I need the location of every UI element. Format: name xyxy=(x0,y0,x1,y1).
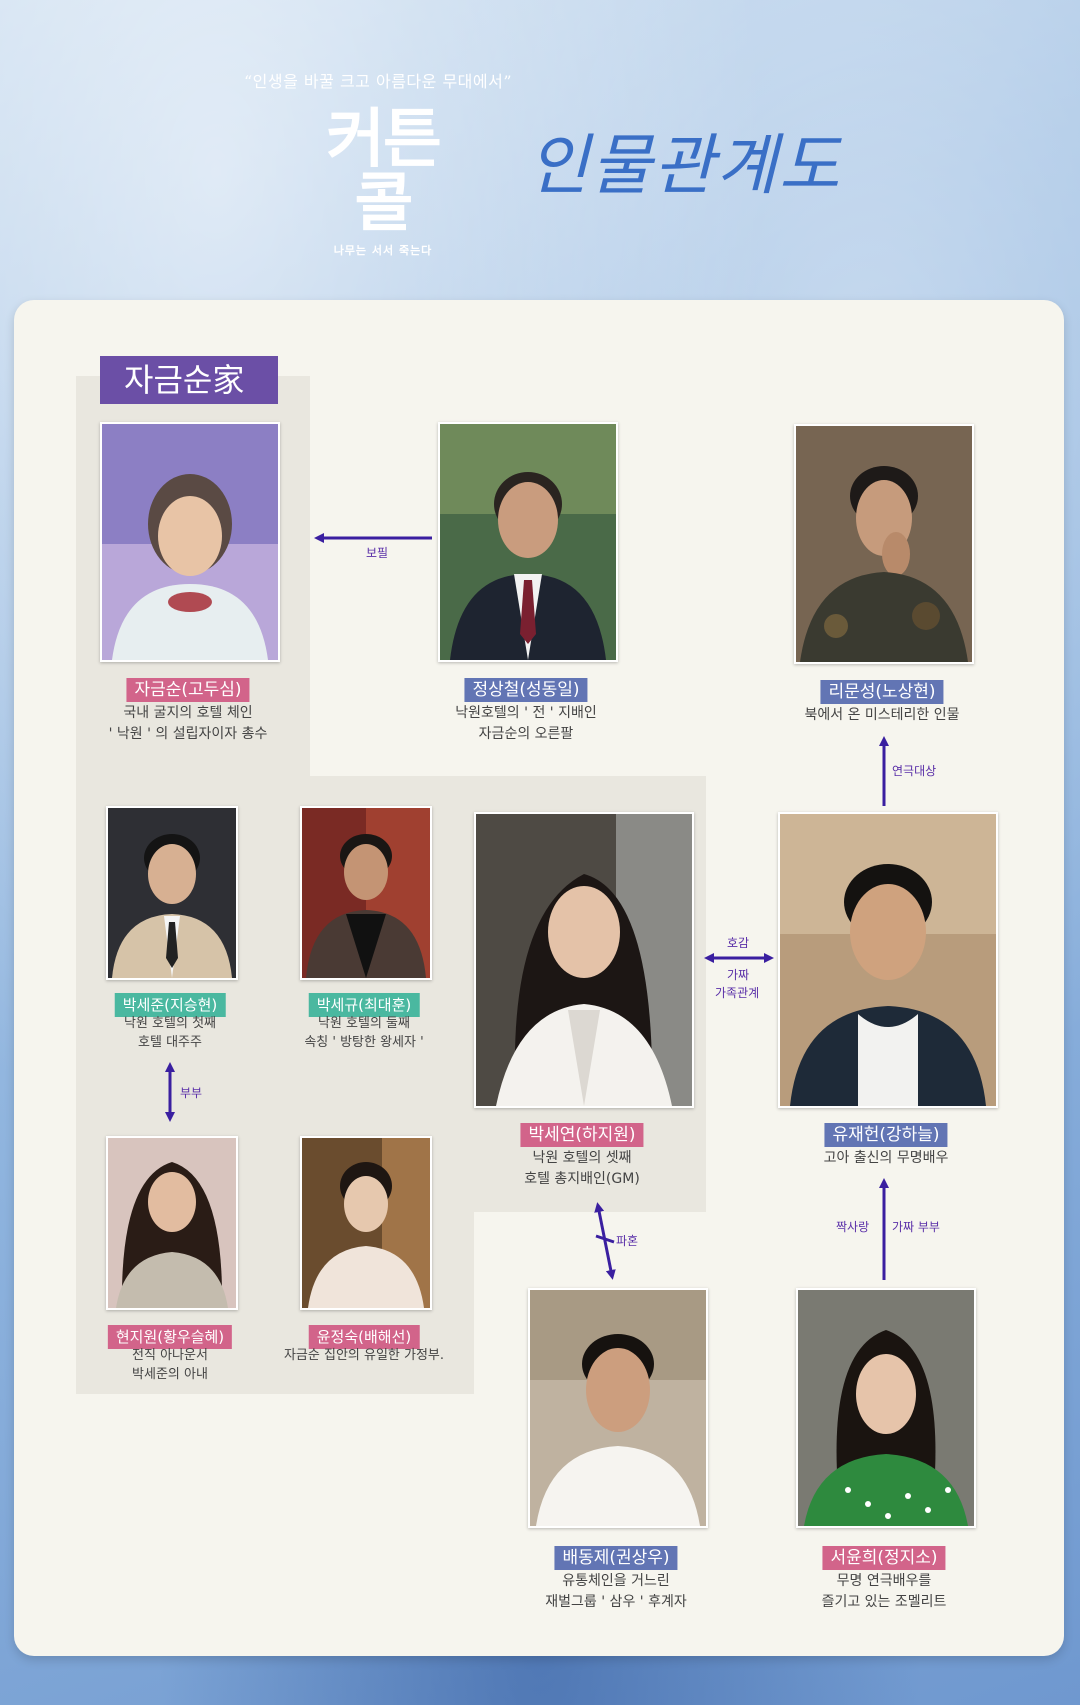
photo-park-sejun xyxy=(106,806,238,980)
desc-line: 즐기고 있는 조멜리트 xyxy=(821,1594,947,1610)
label-couple: 부부 xyxy=(180,1086,203,1100)
name-park-sejun: 박세준(지승현) xyxy=(114,993,226,1017)
photo-bae-dongje xyxy=(528,1288,708,1528)
desc-ri-munseong: 북에서 온 미스테리한 인물 xyxy=(804,705,959,726)
desc-line: 호텔 대주주 xyxy=(138,1035,202,1050)
family-label: 자금순家 xyxy=(100,356,278,404)
desc-park-seyeon: 낙원 호텔의 셋째 호텔 총지배인(GM) xyxy=(524,1148,640,1190)
desc-line: 낙원 호텔의 셋째 xyxy=(532,1150,632,1166)
desc-hyun-jiwon: 전직 아나운서 박세준의 아내 xyxy=(132,1346,208,1384)
label-fake-family: 가족관계 xyxy=(715,986,760,1000)
photo-ri-munseong xyxy=(794,424,974,664)
diagram-title: 인물관계도 xyxy=(528,127,842,204)
name-park-segyu: 박세규(최대훈) xyxy=(308,993,420,1017)
name-yu-jaeheon: 유재헌(강하늘) xyxy=(824,1123,948,1147)
desc-line: 북에서 온 미스테리한 인물 xyxy=(804,707,960,723)
photo-yoon-jeongsuk xyxy=(300,1136,432,1310)
name-ri-munseong: 리문성(노상현) xyxy=(820,680,944,704)
photo-yu-jaeheon xyxy=(778,812,998,1108)
desc-line: 낙원호텔의 ' 전 ' 지배인 xyxy=(455,705,597,721)
label-broken-engagement: 파혼 xyxy=(616,1234,639,1248)
desc-line: ' 낙원 ' 의 설립자이자 총수 xyxy=(108,726,268,742)
desc-line: 자금순의 오른팔 xyxy=(478,726,574,742)
desc-bae-dongje: 유통체인을 거느린 재벌그룹 ' 삼우 ' 후계자 xyxy=(545,1571,686,1613)
photo-seo-yunhee xyxy=(796,1288,976,1528)
desc-line: 박세준의 아내 xyxy=(132,1367,208,1382)
logo-title: 커튼콜 xyxy=(326,103,442,241)
drama-logo: 커튼콜 나무는 서서 죽는다 xyxy=(298,108,468,258)
desc-jeong-sangcheol: 낙원호텔의 ' 전 ' 지배인 자금순의 오른팔 xyxy=(455,703,596,745)
label-favor: 호감 xyxy=(727,936,750,950)
label-crush: 짝사랑 xyxy=(836,1220,870,1234)
name-hyun-jiwon: 현지원(황우슬혜) xyxy=(107,1325,233,1349)
name-seo-yunhee: 서윤희(정지소) xyxy=(822,1546,946,1570)
tagline: “인생을 바꿀 크고 아름다운 무대에서” xyxy=(244,72,513,91)
label-fake: 가짜 xyxy=(727,968,750,982)
logo-subtitle: 나무는 서서 죽는다 xyxy=(333,244,433,257)
desc-line: 자금순 집안의 유일한 가정부. xyxy=(283,1348,445,1363)
desc-seo-yunhee: 무명 연극배우를 즐기고 있는 조멜리트 xyxy=(822,1571,947,1613)
name-park-seyeon: 박세연(하지원) xyxy=(520,1123,644,1147)
desc-park-segyu: 낙원 호텔의 둘째 속칭 ' 방탕한 왕세자 ' xyxy=(304,1014,423,1052)
desc-line: 유통체인을 거느린 xyxy=(562,1573,670,1589)
desc-line: 전직 아나운서 xyxy=(132,1348,208,1363)
photo-hyun-jiwon xyxy=(106,1136,238,1310)
photo-park-segyu xyxy=(300,806,432,980)
desc-yoon-jeongsuk: 자금순 집안의 유일한 가정부. xyxy=(284,1346,444,1365)
desc-line: 낙원 호텔의 첫째 xyxy=(124,1016,216,1031)
label-fake-couple: 가짜 부부 xyxy=(892,1220,940,1234)
desc-ja-geumsun: 국내 굴지의 호텔 체인 ' 낙원 ' 의 설립자이자 총수 xyxy=(109,703,268,745)
desc-line: 호텔 총지배인(GM) xyxy=(524,1171,640,1187)
desc-line: 재벌그룹 ' 삼우 ' 후계자 xyxy=(545,1594,687,1610)
label-acting-target: 연극대상 xyxy=(892,764,937,778)
photo-jeong-sangcheol xyxy=(438,422,618,662)
photo-ja-geumsun xyxy=(100,422,280,662)
desc-line: 속칭 ' 방탕한 왕세자 ' xyxy=(304,1035,424,1050)
name-yoon-jeongsuk: 윤정숙(배해선) xyxy=(308,1325,420,1349)
desc-line: 고아 출신의 무명배우 xyxy=(823,1150,949,1166)
name-bae-dongje: 배동제(권상우) xyxy=(554,1546,678,1570)
desc-park-sejun: 낙원 호텔의 첫째 호텔 대주주 xyxy=(124,1014,216,1052)
label-assist: 보필 xyxy=(366,546,389,560)
desc-line: 무명 연극배우를 xyxy=(836,1573,932,1589)
name-jeong-sangcheol: 정상철(성동일) xyxy=(464,678,588,702)
desc-yu-jaeheon: 고아 출신의 무명배우 xyxy=(824,1148,949,1169)
desc-line: 낙원 호텔의 둘째 xyxy=(317,1016,410,1031)
photo-park-seyeon xyxy=(474,812,694,1108)
desc-line: 국내 굴지의 호텔 체인 xyxy=(123,705,253,721)
name-ja-geumsun: 자금순(고두심) xyxy=(126,678,250,702)
